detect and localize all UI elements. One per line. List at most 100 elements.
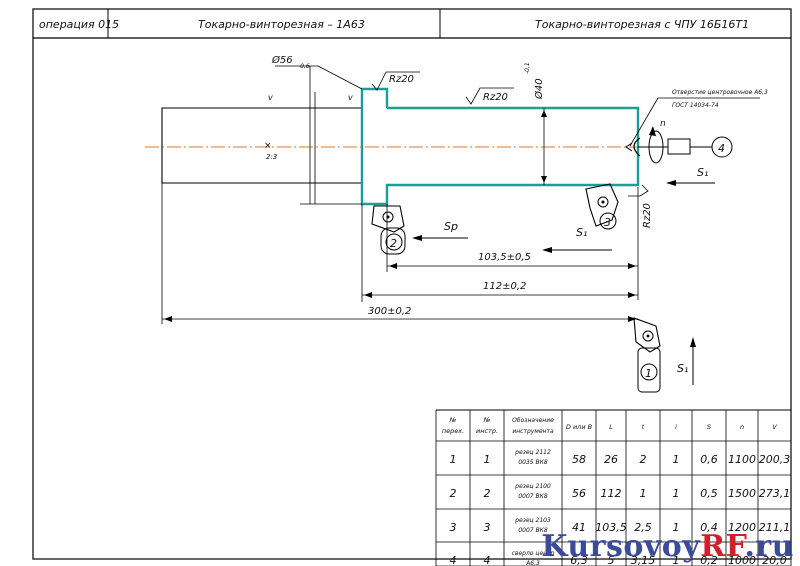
dim-103-text: 103,5±0,5 <box>478 252 531 263</box>
table-cell: 1200 <box>728 521 756 534</box>
table-cell: 200,3 <box>759 453 791 466</box>
tool-2-circle <box>385 233 403 251</box>
watermark-part1: Kursovoy <box>541 529 701 564</box>
mark-b: v <box>348 93 353 102</box>
table-cell: сверло центр <box>512 550 555 557</box>
tool-1-cutter: 1 <box>633 317 661 393</box>
operation-label: операция 015 <box>39 18 119 31</box>
table-cell: 112 <box>601 487 622 500</box>
table-cell: 20,0 <box>762 554 787 566</box>
table-cell: 0,4 <box>700 521 718 534</box>
watermark-part3: .ru <box>744 529 794 564</box>
table-cell: 3 <box>484 521 491 534</box>
table-cell: 1 <box>673 453 680 466</box>
rz-end-text: Rz20 <box>642 203 653 228</box>
table-cell: 3 <box>450 521 457 534</box>
dim-d40-text: Ø40 <box>533 78 545 100</box>
table-cell: 1 <box>484 453 491 466</box>
feed-s1-upper: S₁ <box>666 166 715 186</box>
feed-sp: Sр <box>412 220 468 241</box>
table-cell: 0007 ВК8 <box>518 493 548 500</box>
table-cell: 2 <box>640 453 647 466</box>
rz-end: Rz20 <box>628 184 653 228</box>
table-cell: 6,3 <box>570 554 588 566</box>
feed-s1-mid: S₁ <box>542 226 612 253</box>
table-cell: 0035 ВК8 <box>518 459 548 466</box>
table-header-cell: n <box>740 423 744 431</box>
table-cell: 1100 <box>728 453 756 466</box>
table-header-cell: S <box>707 423 711 431</box>
table-cell: 2,5 <box>634 521 652 534</box>
rz-flange-text: Rz20 <box>389 74 414 85</box>
workpiece-blank: 2:3 × v v <box>161 92 363 204</box>
table-cell: 5 <box>608 554 615 566</box>
tool-1-circle <box>640 363 658 381</box>
tool-3-number: 3 <box>604 216 611 229</box>
table-cell: 4 <box>484 554 491 566</box>
table-cell: 2 <box>484 487 491 500</box>
table-cell: 0007 ВК8 <box>518 527 548 534</box>
table-header-cell: перех. <box>442 427 464 435</box>
watermark: KursovoyRF.ru <box>541 529 794 564</box>
small-note: 2:3 <box>266 153 277 161</box>
table-cell: резец 2100 <box>514 483 551 490</box>
feed-s1-vertical: S₁ <box>677 337 696 385</box>
dim-d56-tol: -0,6 <box>298 63 310 70</box>
table-cell: 26 <box>604 453 618 466</box>
dim-300: 300±0,2 <box>161 183 638 324</box>
feed-s1-upper-text: S₁ <box>697 166 708 179</box>
rz-shaft-text: Rz20 <box>483 92 508 103</box>
dim-d56: Ø56 -0,6 <box>271 54 363 205</box>
table-cell: 103,5 <box>595 521 627 534</box>
feed-sp-text: Sр <box>444 220 458 233</box>
table-cell: 1500 <box>728 487 756 500</box>
table-cell: А6,3 <box>525 560 540 566</box>
spindle-n-label: n <box>660 119 666 129</box>
rz-shaft: Rz20 <box>465 87 514 105</box>
table-cell: 4 <box>450 554 457 566</box>
dim-112-text: 112±0,2 <box>483 281 526 292</box>
table-cell: резец 2103 <box>514 517 551 524</box>
sheet-frame <box>32 8 792 560</box>
dim-103: 103,5±0,5 <box>386 187 639 300</box>
table-cell: 211,1 <box>759 521 791 534</box>
table-cell: 1 <box>673 554 680 566</box>
table-cell: 41 <box>572 521 586 534</box>
dim-d56-text: Ø56 <box>271 54 293 66</box>
table-header-cell: L <box>609 423 613 431</box>
feed-s1-mid-text: S₁ <box>576 226 587 239</box>
table-cell: 2 <box>450 487 457 500</box>
table-cell: 0,2 <box>700 554 718 566</box>
tool-1-number: 1 <box>645 367 652 380</box>
table-header-cell: № <box>449 416 457 424</box>
table-cell: 58 <box>572 453 586 466</box>
tool-4-circle <box>711 136 733 158</box>
dim-112: 112±0,2 <box>361 204 638 302</box>
table-cell: 0,5 <box>700 487 718 500</box>
table-cell: 1 <box>450 453 457 466</box>
tool-4-drill: 4 n <box>638 119 733 164</box>
table-cell: 0,6 <box>700 453 718 466</box>
process-label: Токарно-винторезная с ЧПУ 16Б16Т1 <box>535 18 749 31</box>
tool-2-number: 2 <box>390 237 397 250</box>
cross-mark: × <box>264 141 272 151</box>
table-cell: 1 <box>640 487 647 500</box>
table-cell: 3,15 <box>631 554 656 566</box>
rz-flange: Rz20 <box>371 71 420 91</box>
table-cell: резец 2112 <box>514 449 551 456</box>
center-hole-line2: ГОСТ 14034-74 <box>672 102 719 109</box>
table-header-cell: инстр. <box>476 427 498 435</box>
feed-s1-vertical-text: S₁ <box>677 362 688 375</box>
machine-label: Токарно-винторезная – 1А63 <box>198 18 365 31</box>
title-header: операция 015 Токарно-винторезная – 1А63 … <box>33 9 791 39</box>
table-header-cell: t <box>642 423 645 431</box>
center-hole-line1: Отверстие центровочное А6,3 <box>672 89 768 96</box>
table-header-cell: D или B <box>566 423 593 431</box>
table-header-cell: № <box>483 416 491 424</box>
center-hole-callout: Отверстие центровочное А6,3 ГОСТ 14034-7… <box>625 89 768 157</box>
table-header-cell: инструмента <box>512 428 554 435</box>
dim-d40-tol: -0,1 <box>524 62 531 74</box>
table-cell: 56 <box>572 487 586 500</box>
